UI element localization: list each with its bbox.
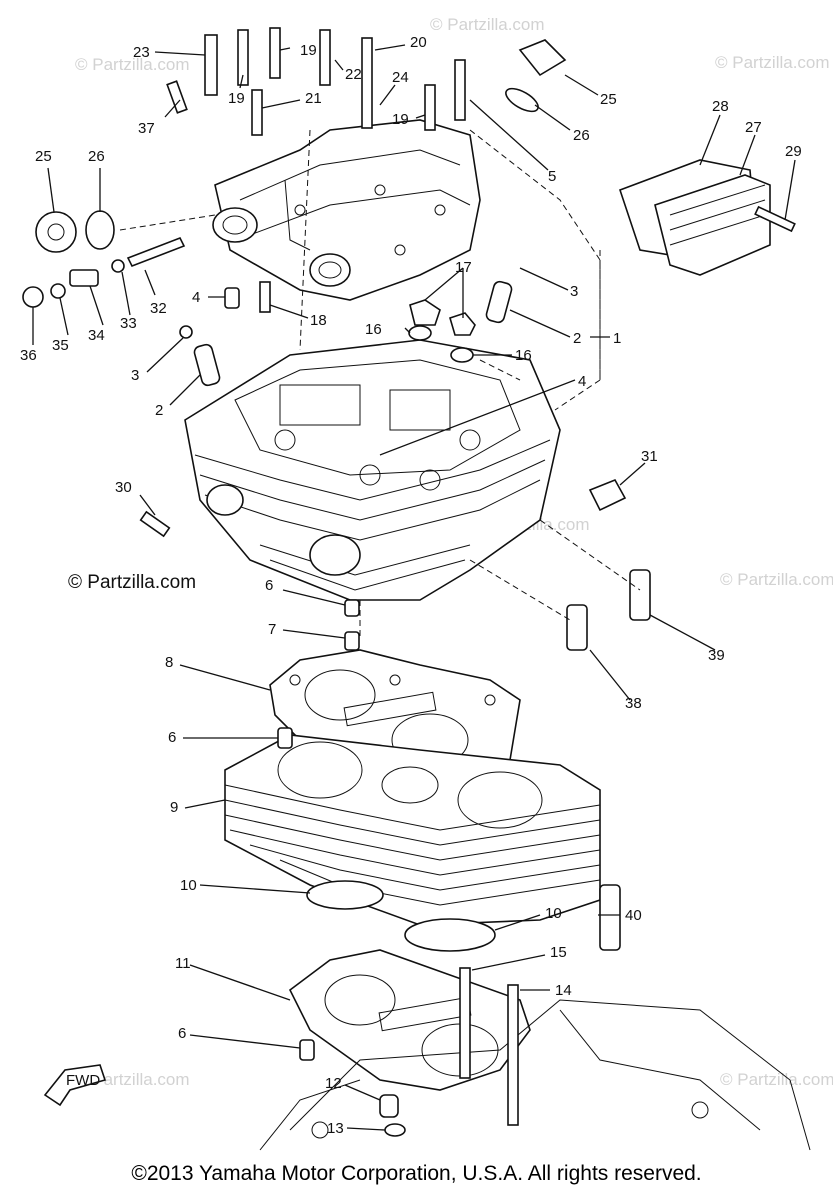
callout-20: 20	[410, 34, 427, 51]
callout-14: 14	[555, 982, 572, 999]
cylinder-head	[184, 339, 561, 601]
small-parts	[22, 27, 796, 1137]
watermark-layer: © Partzilla.com © Partzilla.com © Partzi…	[68, 15, 833, 1089]
callout-1: 1	[613, 330, 621, 347]
leader-lines	[32, 44, 796, 1131]
callout-11: 11	[175, 955, 191, 972]
callout-6: 6	[168, 729, 176, 746]
callout-7: 7	[268, 621, 276, 638]
callout-36: 36	[20, 347, 37, 364]
callout-4: 4	[578, 373, 586, 390]
callout-6: 6	[178, 1025, 186, 1042]
callout-25: 25	[600, 91, 617, 108]
callout-30: 30	[115, 479, 132, 496]
cylinder-head-cover	[212, 119, 481, 301]
callout-6: 6	[265, 577, 273, 594]
callout-23: 23	[133, 44, 150, 61]
watermark: © Partzilla.com	[75, 55, 190, 74]
callout-21: 21	[305, 90, 322, 107]
callout-31: 31	[641, 448, 658, 465]
callout-3: 3	[131, 367, 139, 384]
callout-10: 10	[545, 905, 562, 922]
watermark-main: © Partzilla.com	[68, 572, 196, 593]
callout-3: 3	[570, 283, 578, 300]
callout-29: 29	[785, 143, 802, 160]
copyright-notice: ©2013 Yamaha Motor Corporation, U.S.A. A…	[131, 1162, 702, 1185]
callout-9: 9	[170, 799, 178, 816]
callout-18: 18	[310, 312, 327, 329]
callout-19: 19	[228, 90, 245, 107]
watermark: © Partzilla.com	[430, 15, 545, 34]
callout-19: 19	[300, 42, 317, 59]
callout-10: 10	[180, 877, 197, 894]
callout-13: 13	[327, 1120, 344, 1137]
callout-40: 40	[625, 907, 642, 924]
callout-24: 24	[392, 69, 409, 86]
callout-33: 33	[120, 315, 137, 332]
callout-39: 39	[708, 647, 725, 664]
cylinder-block	[224, 734, 601, 926]
callout-27: 27	[745, 119, 762, 136]
fwd-badge: FWD	[43, 1064, 107, 1107]
callout-labels: 23 19 19 22 20 24 21 19 37 25 26 5 28 27…	[20, 34, 802, 1137]
watermark: © Partzilla.com	[715, 53, 830, 72]
callout-34: 34	[88, 327, 105, 344]
callout-38: 38	[625, 695, 642, 712]
tappet-covers	[618, 159, 771, 276]
callout-25: 25	[35, 148, 52, 165]
callout-19: 19	[392, 111, 409, 128]
callout-15: 15	[550, 944, 567, 961]
fwd-label: FWD	[66, 1072, 100, 1089]
callout-28: 28	[712, 98, 729, 115]
callout-35: 35	[52, 337, 69, 354]
callout-16: 16	[365, 321, 382, 338]
callout-17: 17	[455, 259, 472, 276]
watermark: © Partzilla.com	[720, 1070, 833, 1089]
callout-32: 32	[150, 300, 167, 317]
callout-37: 37	[138, 120, 155, 137]
callout-22: 22	[345, 66, 362, 83]
callout-8: 8	[165, 654, 173, 671]
callout-2: 2	[155, 402, 163, 419]
callout-26: 26	[573, 127, 590, 144]
assembly-lines	[119, 129, 641, 640]
callout-26: 26	[88, 148, 105, 165]
crankcase	[259, 999, 811, 1151]
watermark: © Partzilla.com	[720, 570, 833, 589]
base-gasket	[288, 949, 531, 1091]
callout-5: 5	[548, 168, 556, 185]
callout-16: 16	[515, 347, 532, 364]
o-rings	[306, 880, 496, 952]
callout-4: 4	[192, 289, 200, 306]
callout-2: 2	[573, 330, 581, 347]
callout-12: 12	[325, 1075, 342, 1092]
